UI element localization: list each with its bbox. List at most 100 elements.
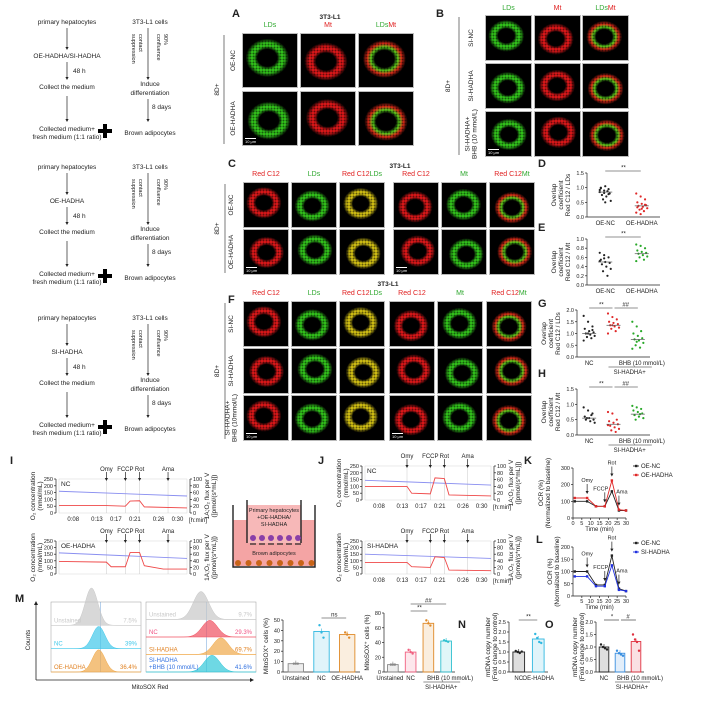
y-axis-label: 1A;O₂ flux per V: [204, 472, 211, 519]
y-axis-label: OCR (%): [547, 558, 554, 584]
x-category-label: NC: [585, 439, 594, 445]
significance-label: *: [611, 615, 614, 621]
bar: [531, 638, 545, 673]
micrograph-c: [243, 182, 289, 228]
brown-adipocyte: [308, 560, 315, 566]
data-point: [635, 192, 638, 195]
y-left-tick-label: 150: [44, 552, 53, 558]
annotation-arrow-head: [603, 577, 607, 581]
data-point: [583, 327, 586, 330]
data-point: [614, 430, 617, 434]
diagram-label: +OE-HADHA/: [257, 515, 291, 521]
data-point: [638, 346, 642, 349]
x-category-label: OE-HADHA: [626, 221, 658, 227]
flow-collect: Collect the medium: [39, 229, 95, 236]
histogram-percent: 41.6%: [235, 665, 253, 671]
bar: [404, 651, 417, 673]
x-tick-label: 25: [614, 599, 620, 605]
row-label: SI-HADHA: [228, 355, 235, 387]
series-marker: [610, 564, 614, 567]
diagram-label: Primary hepatocytes: [249, 508, 299, 514]
data-point: [636, 206, 639, 209]
y-tick-label: 2.5: [498, 620, 506, 626]
y-tick-label: 2.0: [585, 620, 593, 626]
channel-name: Mt: [553, 5, 562, 12]
data-point: [635, 259, 638, 263]
data-point: [646, 255, 649, 258]
x-tick-label: 0:08: [373, 578, 385, 584]
micrograph-f: 10 μm: [243, 395, 289, 441]
flow-contact: suppression: [130, 179, 136, 209]
data-point: [639, 195, 642, 198]
y-left-tick-label: 250: [350, 464, 359, 470]
flow-induce: differentiation: [131, 90, 170, 97]
significance-label: **: [526, 615, 531, 621]
data-point: [347, 636, 351, 639]
annotation-label: Ama: [616, 490, 628, 496]
data-point: [639, 244, 642, 247]
data-point: [615, 418, 618, 421]
data-point: [427, 622, 430, 625]
data-point: [429, 624, 432, 627]
scale-bar: 10 μm: [246, 433, 258, 439]
y-left-tick-label: 0: [50, 572, 53, 578]
y-tick-label: 200: [561, 483, 570, 489]
data-point: [635, 640, 639, 644]
plus-icon: [103, 269, 107, 283]
flow-days: 8 days: [152, 400, 172, 407]
bar: [287, 663, 304, 673]
scale-bar: 10 μm: [396, 267, 408, 273]
series-marker: [585, 570, 589, 573]
data-point: [635, 340, 638, 343]
flow-cells: 3T3-L1 cells: [132, 164, 168, 171]
data-point: [610, 327, 613, 330]
legend-marker: [635, 473, 638, 477]
event-arrow-head: [104, 478, 109, 481]
data-point: [600, 193, 604, 197]
y-tick-label: 2.0: [566, 308, 574, 314]
y-axis-label: Overlap: [541, 400, 548, 423]
series-marker: [594, 585, 598, 588]
x-category-label: NC: [585, 361, 594, 367]
micrograph-b: [534, 63, 581, 109]
event-arrow-head: [123, 540, 127, 543]
brown-adipocyte: [256, 560, 262, 566]
micrograph-c: [339, 182, 385, 228]
channel-name: Red C12: [252, 171, 280, 178]
data-point: [631, 320, 634, 323]
legend-label: OE-HADHA: [641, 473, 673, 479]
group-label: SI-HADHA+: [614, 448, 647, 454]
y-axis-label: (Fold change to control): [492, 613, 499, 682]
y-tick-label: 50: [274, 618, 280, 624]
panel-label: D: [538, 158, 546, 170]
event-label: Omy: [401, 454, 414, 460]
x-tick-label: 0:30: [476, 504, 488, 510]
channel-header: Red C12LDs: [342, 290, 382, 297]
y-axis-label: Counts: [25, 629, 32, 650]
group-label: SI-HADHA+: [614, 370, 647, 376]
y-tick-label: 40: [274, 628, 280, 634]
y-tick-label: 1.0: [576, 237, 584, 243]
data-point: [646, 207, 649, 210]
data-point: [636, 249, 639, 252]
event-label: FCCP: [117, 529, 133, 535]
y-right-tick-label: 100: [497, 539, 506, 545]
histogram-percent: 36.4%: [120, 665, 138, 671]
micrograph-f: [486, 301, 532, 347]
data-point: [345, 633, 349, 636]
series-marker: [573, 496, 576, 500]
flow-days: 8 days: [152, 249, 172, 256]
data-point: [590, 337, 593, 340]
event-arrow-head: [428, 540, 432, 543]
significance-label: ##: [622, 382, 629, 388]
o2-concentration-trace: [364, 553, 492, 559]
flow-mix: fresh medium (1:1 ratio): [33, 134, 102, 141]
x-axis-label: Time (min): [585, 605, 613, 611]
flow-duration: 48 h: [73, 68, 86, 75]
histogram-percent: 29.3%: [235, 630, 253, 636]
y-right-tick-label: 80: [497, 471, 503, 477]
legend-marker: [635, 464, 638, 468]
flow-confluence: confluence: [155, 179, 161, 206]
x-tick-label: 30: [623, 521, 629, 527]
legend-marker: [635, 550, 638, 554]
